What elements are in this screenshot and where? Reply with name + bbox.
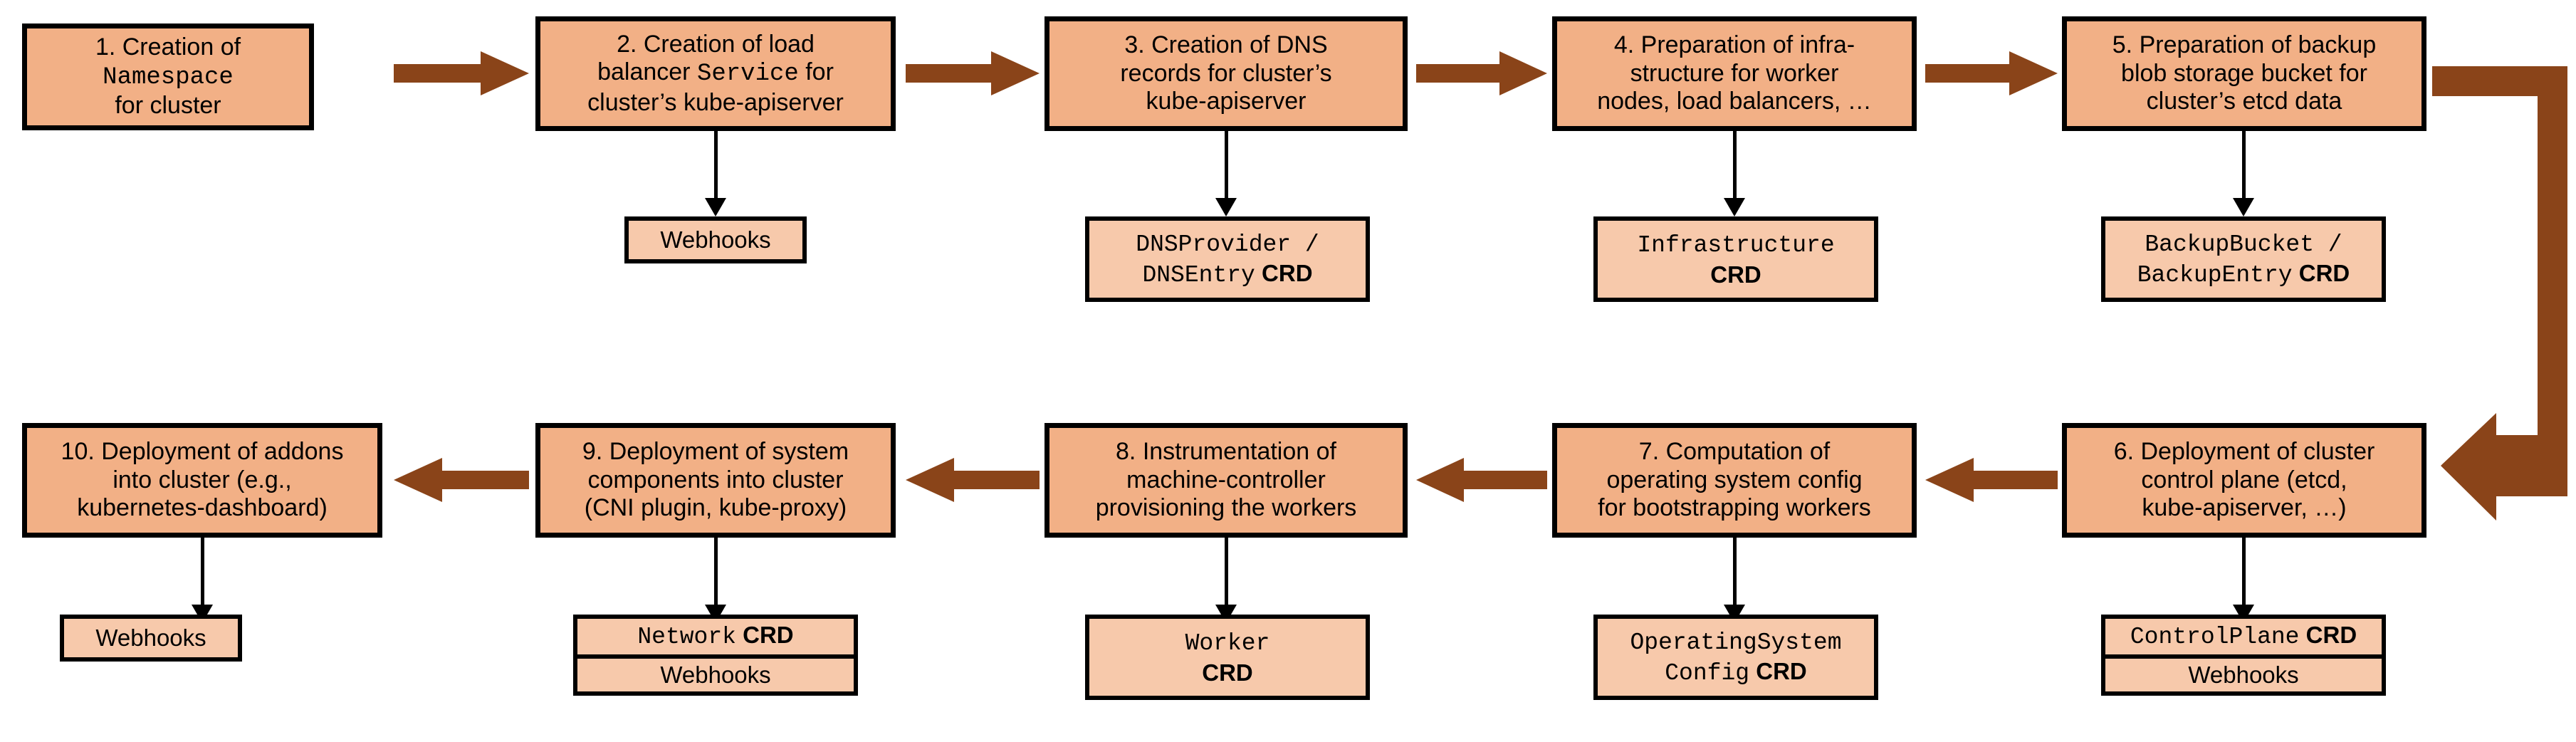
artifact-text: BackupBucket /BackupEntry CRD xyxy=(2137,231,2350,288)
block-arrow-step1-to-step2 xyxy=(394,51,529,95)
artifact-text: Network CRD xyxy=(637,622,794,651)
artifact-text: Webhooks xyxy=(660,661,771,688)
artifact-row: Webhooks xyxy=(629,221,802,259)
connector-step4-to-crd xyxy=(1720,131,1749,216)
block-arrow-step6-to-step7 xyxy=(1925,458,2058,502)
artifact-text: Webhooks xyxy=(95,624,206,651)
artifact-text: ControlPlane CRD xyxy=(2130,622,2357,651)
block-arrow-step2-to-step3 xyxy=(906,51,1040,95)
artifact-box-step-5[interactable]: BackupBucket /BackupEntry CRD xyxy=(2101,216,2386,302)
artifact-box-step-3[interactable]: DNSProvider /DNSEntry CRD xyxy=(1085,216,1370,302)
connector-step2-to-webhooks xyxy=(701,131,730,216)
step-4-label: 4. Preparation of infra-structure for wo… xyxy=(1597,31,1872,115)
block-arrow-step5-to-step6-wrap xyxy=(2432,66,2567,521)
artifact-box-step-6[interactable]: ControlPlane CRD Webhooks xyxy=(2101,615,2386,696)
connector-step8-to-crd xyxy=(1212,538,1240,623)
artifact-row: Webhooks xyxy=(64,619,238,657)
artifact-box-step-9[interactable]: Network CRD Webhooks xyxy=(573,615,858,696)
artifact-text: DNSProvider /DNSEntry CRD xyxy=(1136,231,1319,288)
connector-step6-to-crd xyxy=(2229,538,2258,623)
artifact-box-step-2[interactable]: Webhooks xyxy=(624,216,807,263)
connector-step7-to-crd xyxy=(1720,538,1749,623)
artifact-row-crd: Network CRD xyxy=(577,619,854,654)
artifact-row-webhooks: Webhooks xyxy=(2105,654,2382,692)
artifact-box-step-10[interactable]: Webhooks xyxy=(60,615,242,662)
artifact-row-crd: ControlPlane CRD xyxy=(2105,619,2382,654)
block-arrow-step9-to-step10 xyxy=(394,458,529,502)
artifact-row: BackupBucket /BackupEntry CRD xyxy=(2105,221,2382,298)
artifact-row-webhooks: Webhooks xyxy=(577,654,854,692)
artifact-text: Webhooks xyxy=(2188,661,2299,688)
connector-step5-to-crd xyxy=(2229,131,2258,216)
step-box-4[interactable]: 4. Preparation of infra-structure for wo… xyxy=(1552,16,1917,131)
artifact-text: Webhooks xyxy=(660,226,771,253)
block-arrow-step4-to-step5 xyxy=(1925,51,2058,95)
connector-step3-to-crd xyxy=(1212,131,1240,216)
connector-step10-to-webhooks xyxy=(188,538,216,623)
connector-step9-to-crd xyxy=(701,538,730,623)
block-arrow-step7-to-step8 xyxy=(1416,458,1547,502)
block-arrow-step3-to-step4 xyxy=(1416,51,1547,95)
block-arrow-step8-to-step9 xyxy=(906,458,1040,502)
artifact-row: DNSProvider /DNSEntry CRD xyxy=(1089,221,1366,298)
